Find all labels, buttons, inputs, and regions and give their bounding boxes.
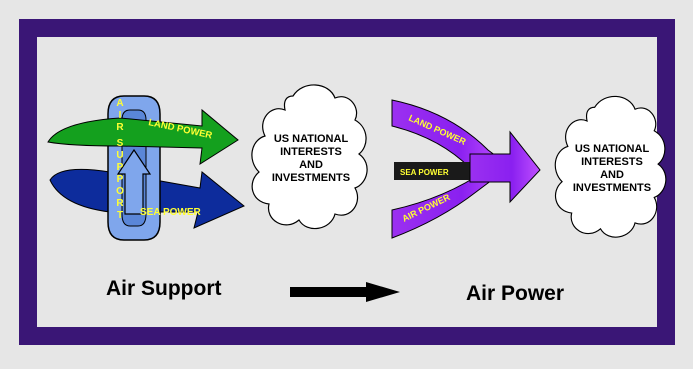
air-support-letter: S	[117, 138, 124, 149]
air-support-letter: U	[116, 150, 123, 161]
cloud-left-line-3: AND	[299, 159, 323, 171]
cloud-left-line-4: INVESTMENTS	[272, 172, 350, 184]
cloud-left-line-2: INTERESTS	[280, 146, 342, 158]
air-support-caption: Air Support	[106, 277, 222, 300]
air-support-letter: T	[117, 210, 123, 221]
cloud-right-line-2: INTERESTS	[581, 156, 643, 168]
air-power-merge-arrow	[469, 130, 541, 204]
air-support-letter: I	[119, 110, 122, 121]
air-support-letter: P	[117, 174, 124, 185]
cloud-left	[251, 84, 368, 230]
cloud-right-line-4: INVESTMENTS	[573, 182, 651, 194]
air-support-letter: R	[116, 122, 124, 133]
sea-power-label: SEA POWER	[140, 207, 202, 218]
air-support-letter: P	[117, 162, 124, 173]
air-power-caption: Air Power	[466, 282, 565, 305]
air-support-up-arrow	[116, 148, 152, 215]
cloud-right-line-1: US NATIONAL	[575, 143, 650, 155]
cloud-right-text: US NATIONAL INTERESTS AND INVESTMENTS	[573, 143, 651, 194]
cloud-right-line-3: AND	[600, 169, 624, 181]
air-support-letter: O	[116, 186, 124, 197]
cloud-right	[554, 95, 667, 238]
air-support-letter: R	[116, 198, 124, 209]
air-support-letter: A	[116, 98, 123, 109]
cloud-left-line-1: US NATIONAL	[274, 133, 349, 145]
cloud-left-text: US NATIONAL INTERESTS AND INVESTMENTS	[272, 133, 350, 184]
land-power-arrow	[47, 108, 239, 165]
right-sea-power-label: SEA POWER	[400, 168, 449, 177]
transition-arrow	[290, 282, 400, 302]
